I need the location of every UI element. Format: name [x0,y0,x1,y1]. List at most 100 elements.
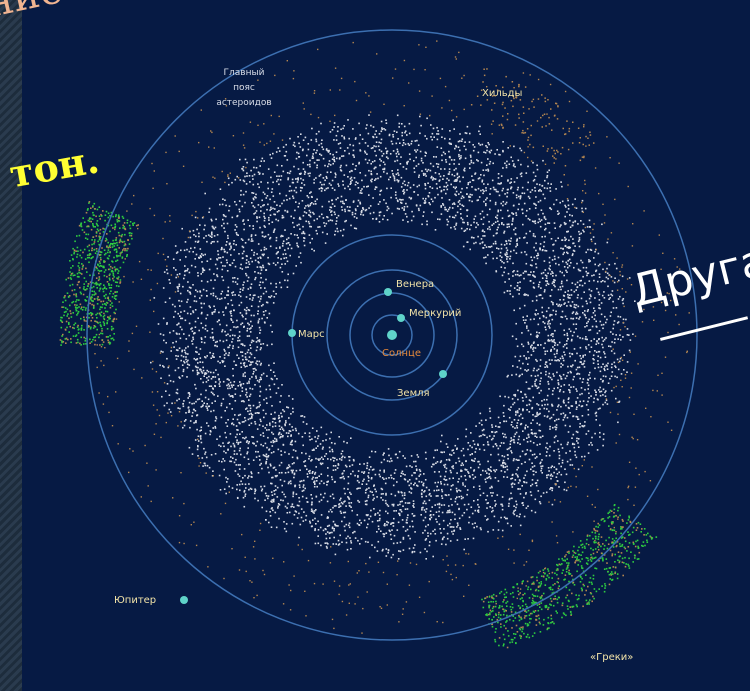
asteroid-dot [217,395,219,397]
asteroid-dot [345,219,347,222]
asteroid-dot [479,242,481,245]
asteroid-dot [288,430,291,432]
asteroid-dot [364,150,366,153]
asteroid-dot [536,168,539,171]
asteroid-dot [380,120,383,123]
asteroid-dot [178,376,180,378]
asteroid-dot [522,223,524,226]
asteroid-dot [471,474,474,476]
asteroid-dot [514,393,517,396]
asteroid-dot [295,429,297,432]
asteroid-dot [201,311,203,314]
asteroid-dot [180,317,182,320]
asteroid-dot [313,161,316,164]
asteroid-dot [569,450,571,452]
asteroid-dot [431,132,434,135]
asteroid-dot [440,543,443,545]
asteroid-dot [562,359,565,362]
asteroid-dot [165,342,167,344]
asteroid-dot [387,207,390,210]
asteroid-dot [402,473,404,475]
asteroid-dot [258,340,261,343]
asteroid-dot [194,383,196,386]
asteroid-dot [350,176,353,179]
asteroid-dot [480,218,483,220]
asteroid-dot [436,485,438,488]
asteroid-dot [424,539,427,541]
asteroid-dot [338,506,340,508]
asteroid-dot [232,345,234,347]
asteroid-dot [551,503,554,506]
asteroid-dot [166,323,168,325]
asteroid-dot [254,489,257,491]
asteroid-dot [544,197,546,200]
asteroid-dot [254,423,257,425]
asteroid-dot [233,326,235,328]
asteroid-dot [200,341,203,343]
asteroid-dot [316,149,318,152]
asteroid-dot [332,543,335,545]
asteroid-dot [450,183,452,186]
asteroid-dot [270,377,273,380]
asteroid-dot [544,326,547,328]
asteroid-dot [410,487,412,489]
asteroid-dot [421,223,423,226]
asteroid-dot [285,257,288,259]
asteroid-dot [230,299,233,302]
asteroid-dot [242,383,245,385]
asteroid-dot [199,248,202,250]
asteroid-dot [206,355,208,357]
asteroid-dot [533,202,535,205]
asteroid-dot [470,466,472,469]
asteroid-dot [270,452,273,454]
asteroid-dot [468,196,470,198]
asteroid-dot [354,168,357,170]
asteroid-dot [232,374,234,377]
asteroid-dot [615,334,617,336]
asteroid-dot [299,486,301,489]
asteroid-dot [340,501,343,504]
asteroid-dot [352,154,354,156]
asteroid-dot [518,515,521,518]
asteroid-dot [602,375,605,377]
asteroid-dot [599,391,601,393]
asteroid-dot [193,357,196,360]
asteroid-dot [216,297,219,300]
asteroid-dot [442,537,444,540]
asteroid-dot [240,453,242,456]
asteroid-dot [515,411,517,414]
asteroid-dot [591,325,594,328]
asteroid-dot [461,187,463,190]
asteroid-dot [404,457,406,459]
asteroid-dot [558,471,560,474]
asteroid-dot [585,346,587,348]
asteroid-dot [313,213,315,215]
asteroid-dot [237,464,240,466]
asteroid-dot [344,529,346,532]
asteroid-dot [530,345,532,348]
asteroid-dot [526,370,528,372]
asteroid-dot [542,321,544,323]
asteroid-dot [594,263,596,266]
asteroid-dot [284,505,287,508]
asteroid-dot [375,166,377,169]
asteroid-dot [413,550,416,553]
asteroid-dot [378,133,381,135]
asteroid-dot [251,436,253,438]
asteroid-dot [304,432,306,434]
asteroid-dot [546,280,548,282]
asteroid-dot [309,439,311,441]
asteroid-dot [238,483,241,486]
asteroid-dot [290,469,293,472]
asteroid-dot [227,237,229,239]
asteroid-dot [168,374,171,377]
asteroid-dot [344,456,346,459]
asteroid-dot [287,247,289,250]
asteroid-dot [502,466,505,469]
asteroid-dot [258,300,261,303]
asteroid-dot [519,443,521,445]
asteroid-dot [196,371,199,374]
asteroid-dot [533,220,535,223]
asteroid-dot [239,381,241,383]
asteroid-dot [303,461,305,463]
